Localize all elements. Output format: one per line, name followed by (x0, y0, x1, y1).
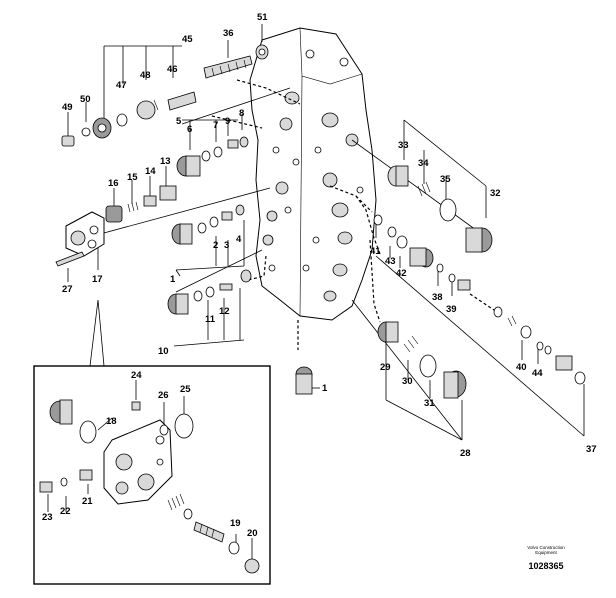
callout-12: 12 (219, 306, 230, 317)
valve-block-housing (249, 27, 377, 321)
callout-39: 39 (446, 304, 457, 315)
assembly-dashed-paths (211, 79, 495, 350)
callout-1-upper: 1 (170, 274, 176, 285)
callout-31: 31 (424, 398, 435, 409)
callout-27: 27 (62, 284, 73, 295)
callout-50: 50 (80, 94, 91, 105)
callout-5: 5 (176, 116, 182, 127)
loose-parts (55, 44, 586, 399)
reference-brand-line2: Equipment (535, 550, 557, 555)
reference-brand-line1: Volvo Construction (527, 545, 565, 550)
callout-14: 14 (145, 166, 156, 177)
callout-32: 32 (490, 188, 501, 199)
callout-46: 46 (167, 64, 178, 75)
callout-43: 43 (385, 256, 396, 267)
callout-1-lower: 1 (322, 383, 328, 394)
callout-4: 4 (236, 234, 242, 245)
callout-13: 13 (160, 156, 171, 167)
callout-21: 21 (82, 496, 93, 507)
callout-48: 48 (140, 70, 151, 81)
callout-15: 15 (127, 172, 138, 183)
callout-19: 19 (230, 518, 241, 529)
callout-17: 17 (92, 274, 103, 285)
reference-brand: Volvo Construction Equipment (516, 545, 576, 555)
callout-22: 22 (60, 506, 71, 517)
callout-2: 2 (213, 240, 218, 251)
callout-18: 18 (106, 416, 117, 427)
callout-9: 9 (225, 116, 230, 127)
callout-numbers: 45 36 51 48 46 47 50 49 5 6 7 9 8 13 14 … (42, 12, 597, 539)
callout-30: 30 (402, 376, 413, 387)
callout-10: 10 (158, 346, 169, 357)
callout-37: 37 (586, 444, 597, 455)
callout-11: 11 (205, 314, 216, 325)
callout-44: 44 (532, 368, 543, 379)
callout-16: 16 (108, 178, 119, 189)
callout-24: 24 (131, 370, 142, 381)
callout-8: 8 (239, 108, 244, 119)
callout-40: 40 (516, 362, 527, 373)
callout-33: 33 (398, 140, 409, 151)
callout-29: 29 (380, 362, 391, 373)
callout-38: 38 (432, 292, 443, 303)
callout-36: 36 (223, 28, 234, 39)
callout-34: 34 (418, 158, 429, 169)
callout-3: 3 (224, 240, 229, 251)
callout-49: 49 (62, 102, 73, 113)
callout-26: 26 (158, 390, 169, 401)
detail-inset (33, 365, 271, 585)
callout-42: 42 (396, 268, 407, 279)
callout-23: 23 (42, 512, 53, 523)
reference-number: 1028365 (528, 561, 564, 571)
callout-45: 45 (182, 34, 193, 45)
callout-51: 51 (257, 12, 268, 23)
callout-41: 41 (370, 246, 381, 257)
callout-6: 6 (187, 124, 192, 135)
callout-28: 28 (460, 448, 471, 459)
callout-20: 20 (247, 528, 258, 539)
callout-47: 47 (116, 80, 127, 91)
callout-7: 7 (213, 120, 218, 131)
callout-35: 35 (440, 174, 451, 185)
callout-25: 25 (180, 384, 191, 395)
